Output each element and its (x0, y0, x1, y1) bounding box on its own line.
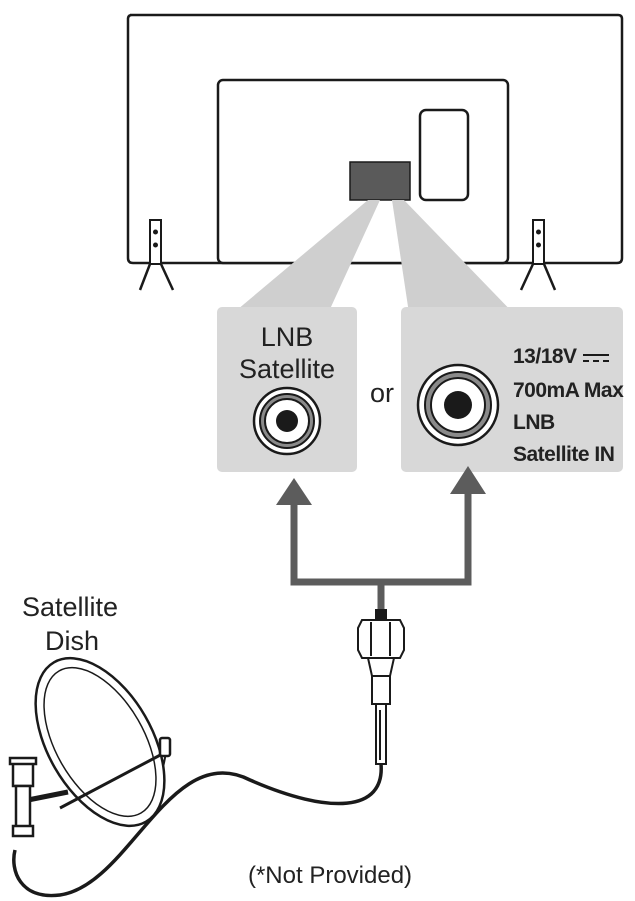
cable-note: (*Not Provided) (248, 862, 412, 889)
port-right-current: 700mA Max (513, 379, 624, 402)
tv-stand-right (519, 219, 557, 291)
or-separator: or (370, 378, 394, 408)
tv-port-block (349, 161, 411, 201)
port-right-lnb: LNB (513, 411, 555, 434)
callout-right (392, 200, 520, 320)
satellite-dish-icon (8, 656, 172, 838)
port-panel-left: LNB Satellite (217, 307, 357, 472)
port-left-label-line1: LNB (261, 322, 314, 352)
arrow-head-left (276, 478, 312, 505)
port-right-satellite-in: Satellite IN (513, 443, 614, 466)
tv-back-icon (126, 13, 624, 291)
coax-port-icon (252, 386, 322, 456)
coax-connector-icon (357, 609, 405, 765)
coax-port-icon (416, 363, 500, 447)
port-right-voltage: 13/18V (513, 345, 577, 368)
arrow-head-right (450, 466, 486, 494)
coax-cable (12, 763, 383, 898)
arrow-up-icon (290, 492, 472, 612)
dish-label-line2: Dish (45, 626, 99, 656)
dish-label-line1: Satellite (22, 592, 118, 622)
callout-left (225, 200, 380, 320)
dc-symbol-icon (583, 354, 609, 362)
port-panel-right: 13/18V 700mA Max LNB Satellite IN (401, 307, 625, 472)
port-left-label-line2: Satellite (239, 354, 335, 384)
tv-stand-left (138, 219, 175, 291)
